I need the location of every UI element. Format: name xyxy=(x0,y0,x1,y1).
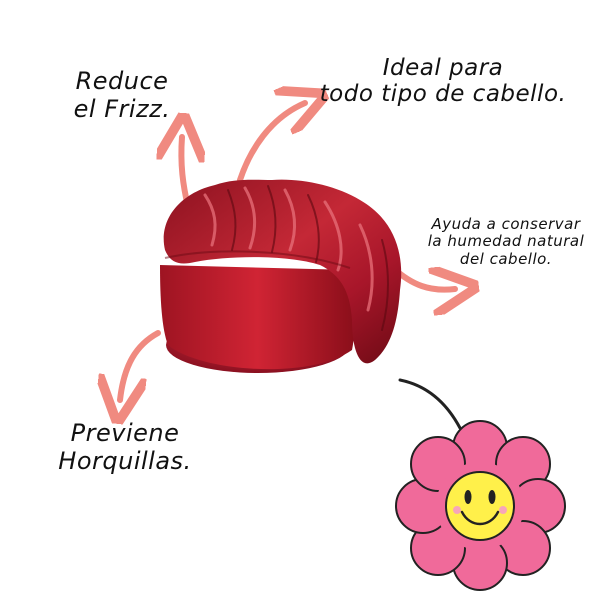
bonnet-illustration xyxy=(160,179,402,373)
arrow-icon xyxy=(398,378,462,430)
arrow-icon xyxy=(237,103,305,183)
label-line: Horquillas. xyxy=(58,446,192,475)
label-humedad: Ayuda a conservar la humedad natural del… xyxy=(420,215,592,268)
label-line: todo tipo de cabello. xyxy=(319,81,567,108)
label-line: la humedad natural xyxy=(427,232,585,251)
label-reduce-frizz: Reduce el Frizz. xyxy=(62,67,182,123)
label-previene-horquillas: Previene Horquillas. xyxy=(50,419,200,475)
label-line: Previene xyxy=(70,419,180,447)
arrow-icon xyxy=(390,268,455,290)
label-line: Ayuda a conservar xyxy=(431,215,581,233)
smiley-flower-icon xyxy=(395,420,566,591)
arrow-icon xyxy=(181,137,188,210)
arrow-icon xyxy=(120,330,161,400)
label-line: Reduce xyxy=(75,67,169,95)
label-ideal-para: Ideal para todo tipo de cabello. xyxy=(318,55,568,108)
label-line: del cabello. xyxy=(459,249,553,268)
label-line: Ideal para xyxy=(382,55,504,81)
label-line: el Frizz. xyxy=(73,94,171,123)
